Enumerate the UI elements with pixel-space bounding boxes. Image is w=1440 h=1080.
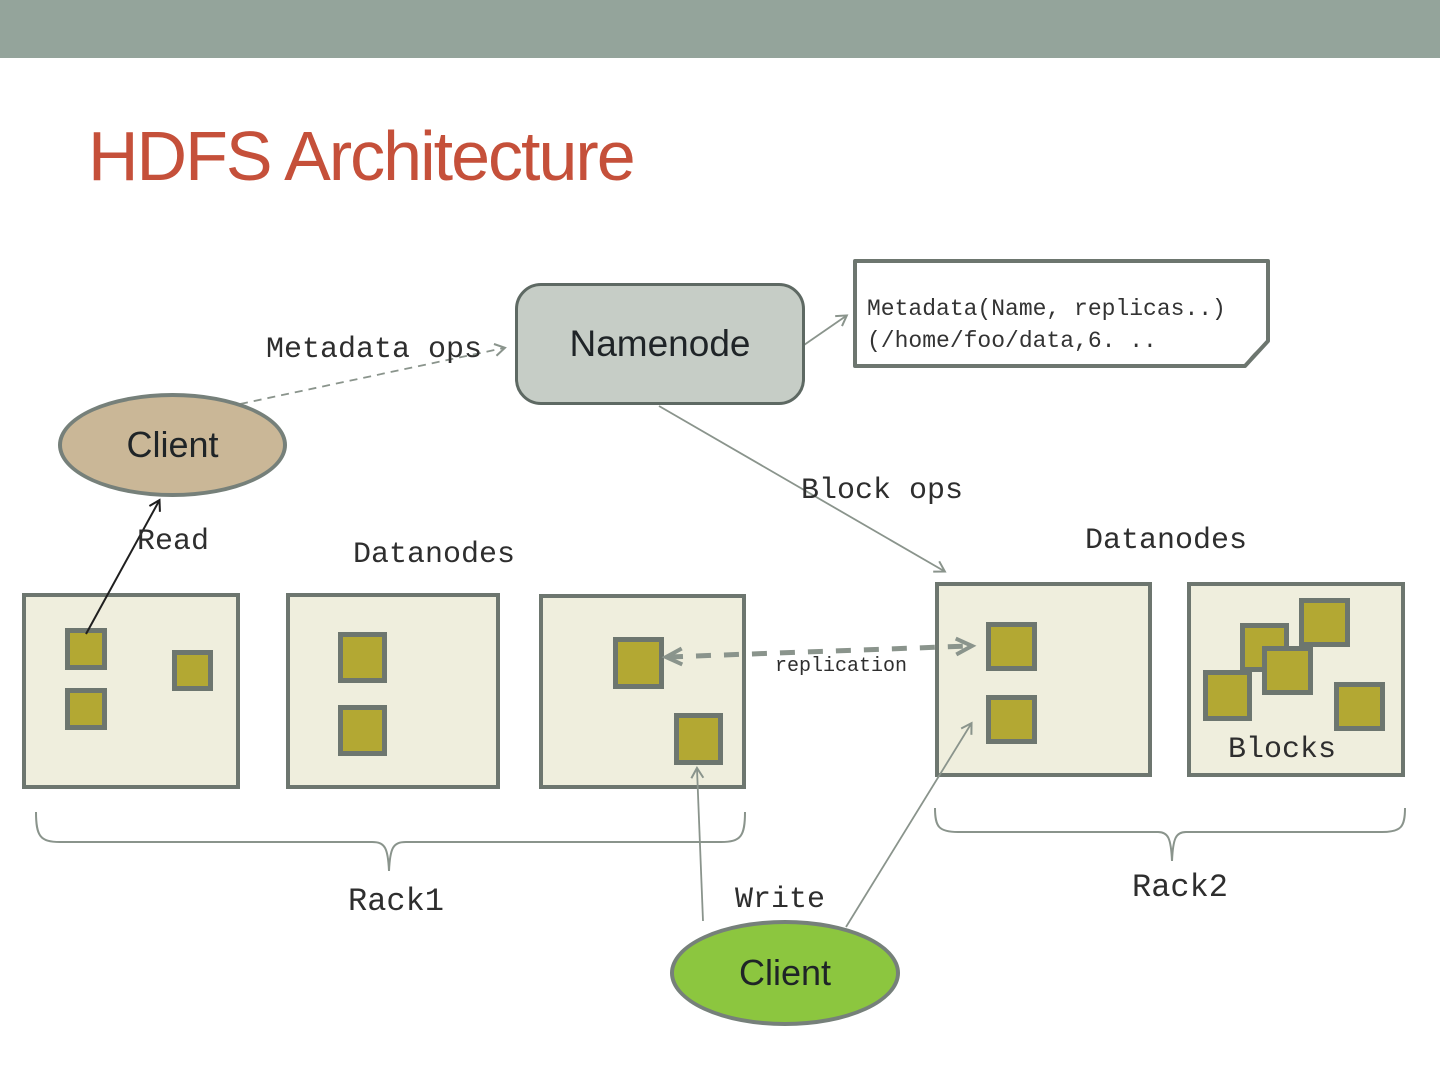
write-arrow-1 bbox=[690, 766, 705, 922]
datanodes-right-label: Datanodes bbox=[1084, 524, 1248, 558]
block bbox=[674, 713, 723, 765]
block-ops-label: Block ops bbox=[800, 474, 964, 508]
block-ops-arrow bbox=[658, 405, 947, 573]
namenode-label: Namenode bbox=[569, 323, 751, 364]
namenode-node: Namenode bbox=[515, 283, 805, 405]
block bbox=[338, 632, 387, 683]
read-label: Read bbox=[136, 525, 209, 559]
rack2-label: Rack2 bbox=[1131, 869, 1228, 906]
replication-label: replication bbox=[774, 655, 908, 678]
metadata-note: Metadata(Name, replicas..) (/home/foo/da… bbox=[853, 259, 1270, 368]
datanode-box-5: Blocks bbox=[1187, 582, 1405, 777]
client-write-node: Client bbox=[670, 920, 900, 1026]
top-accent-bar bbox=[0, 0, 1440, 58]
note-line-1: Metadata(Name, replicas..) bbox=[867, 296, 1226, 322]
metadata-ops-label: Metadata ops bbox=[265, 333, 483, 367]
block bbox=[1334, 682, 1385, 731]
datanode-box-1 bbox=[22, 593, 240, 789]
read-arrow bbox=[85, 498, 161, 635]
block bbox=[65, 688, 107, 730]
rack2-brace bbox=[934, 807, 1406, 862]
datanode-box-4 bbox=[935, 582, 1152, 777]
block bbox=[613, 637, 664, 689]
folded-note-shape bbox=[853, 259, 1270, 368]
rack1-label: Rack1 bbox=[347, 883, 444, 920]
namenode-to-note-arrow bbox=[803, 314, 849, 346]
block bbox=[1203, 670, 1252, 721]
write-arrow-2 bbox=[845, 721, 973, 928]
page-title: HDFS Architecture bbox=[88, 117, 636, 195]
client-read-label: Client bbox=[126, 424, 219, 465]
blocks-label: Blocks bbox=[1227, 733, 1337, 767]
block bbox=[1299, 598, 1350, 647]
write-label: Write bbox=[734, 883, 825, 917]
datanode-box-3 bbox=[539, 594, 746, 789]
rack1-brace bbox=[35, 811, 746, 872]
block bbox=[986, 695, 1037, 744]
block bbox=[986, 622, 1037, 671]
client-write-label: Client bbox=[738, 952, 832, 993]
datanode-box-2 bbox=[286, 593, 500, 789]
block bbox=[1262, 646, 1313, 695]
block bbox=[338, 705, 387, 756]
datanodes-left-label: Datanodes bbox=[352, 538, 516, 572]
metadata-ops-arrow bbox=[239, 343, 507, 405]
client-read-node: Client bbox=[58, 393, 287, 497]
note-line-2: (/home/foo/data,6. .. bbox=[867, 328, 1157, 354]
replication-arrow bbox=[661, 636, 977, 667]
block bbox=[65, 628, 107, 670]
block bbox=[172, 650, 213, 691]
